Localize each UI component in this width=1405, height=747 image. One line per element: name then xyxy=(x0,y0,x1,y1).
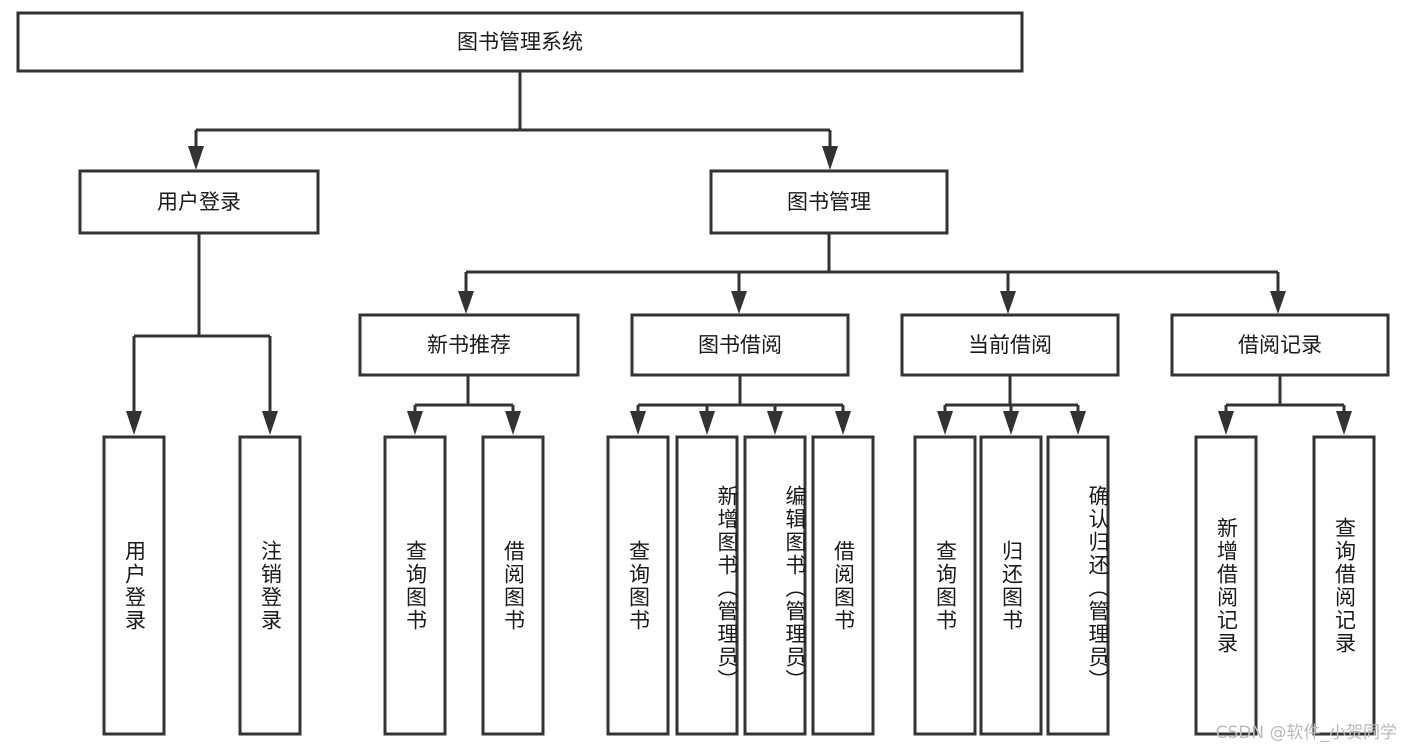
connector-group-book-borrow xyxy=(630,375,851,435)
leaf-boxes xyxy=(102,435,1376,736)
node-leaf-user-logout-box[interactable] xyxy=(238,435,302,736)
node-book-borrow[interactable]: 图书借阅 xyxy=(630,313,850,377)
arrow-head-leaf-user-logout xyxy=(262,411,278,435)
connector-group-borrow-record xyxy=(1218,375,1352,435)
node-book-management-box[interactable] xyxy=(709,169,949,235)
node-book-management-label: 图书管理 xyxy=(787,190,871,214)
arrow-head-leaf-cb-query-book xyxy=(937,411,953,435)
node-leaf-user-login-box[interactable] xyxy=(102,435,166,736)
node-borrow-record-box[interactable] xyxy=(1170,313,1390,377)
node-borrow-record[interactable]: 借阅记录 xyxy=(1170,313,1390,377)
node-leaf-bb-add-book-box[interactable] xyxy=(675,435,739,736)
arrow-head-leaf-bb-query-book xyxy=(630,411,646,435)
node-new-book-recommend-label: 新书推荐 xyxy=(427,333,511,357)
arrow-head-leaf-nb-query-book xyxy=(407,411,423,435)
arrow-head-book-management xyxy=(822,146,838,170)
node-new-book-recommend[interactable]: 新书推荐 xyxy=(358,313,580,377)
arrow-head-borrow-record xyxy=(1270,291,1286,314)
node-book-borrow-label: 图书借阅 xyxy=(698,333,782,357)
node-root[interactable]: 图书管理系统 xyxy=(16,11,1024,73)
node-root-label: 图书管理系统 xyxy=(457,30,583,54)
arrow-head-leaf-cb-confirm-return xyxy=(1070,411,1086,435)
node-user-login-label: 用户登录 xyxy=(157,190,241,214)
node-current-borrow-box[interactable] xyxy=(900,313,1120,377)
arrow-head-leaf-cb-return-book xyxy=(1003,411,1019,435)
node-leaf-cb-confirm-return-box[interactable] xyxy=(1046,435,1110,736)
node-new-book-recommend-box[interactable] xyxy=(358,313,580,377)
arrow-head-leaf-bb-edit-book xyxy=(767,411,783,435)
arrow-head-leaf-br-add-record xyxy=(1218,411,1234,435)
node-leaf-br-add-record-box[interactable] xyxy=(1194,435,1258,736)
node-current-borrow[interactable]: 当前借阅 xyxy=(900,313,1120,377)
node-leaf-cb-return-book-box[interactable] xyxy=(979,435,1043,736)
arrow-head-leaf-br-query-record xyxy=(1336,411,1352,435)
arrow-head-leaf-user-login xyxy=(126,411,142,435)
node-leaf-br-query-record-box[interactable] xyxy=(1312,435,1376,736)
csdn-watermark: CSDN @软件_小贺同学 xyxy=(1215,723,1397,743)
connector-group-current-borrow xyxy=(937,375,1086,435)
connector-group-new-book-recommend xyxy=(407,375,521,435)
node-leaf-bb-borrow-book-box[interactable] xyxy=(811,435,875,736)
node-leaf-nb-query-book-box[interactable] xyxy=(383,435,447,736)
node-book-management[interactable]: 图书管理 xyxy=(709,169,949,235)
arrow-head-new-book-recommend xyxy=(458,291,474,314)
connector-group-user-login xyxy=(126,233,278,435)
node-leaf-bb-edit-book-box[interactable] xyxy=(743,435,807,736)
connector-group-root xyxy=(188,71,838,170)
node-current-borrow-label: 当前借阅 xyxy=(968,333,1052,357)
node-user-login-box[interactable] xyxy=(78,169,320,235)
node-borrow-record-label: 借阅记录 xyxy=(1238,333,1322,357)
node-user-login[interactable]: 用户登录 xyxy=(78,169,320,235)
node-leaf-nb-borrow-book-box[interactable] xyxy=(481,435,545,736)
node-book-borrow-box[interactable] xyxy=(630,313,850,377)
arrow-head-current-borrow xyxy=(1000,291,1016,314)
arrow-head-leaf-nb-borrow-book xyxy=(505,411,521,435)
arrow-head-user-login xyxy=(188,146,204,170)
arrow-head-leaf-bb-add-book xyxy=(699,411,715,435)
node-root-box[interactable] xyxy=(16,11,1024,73)
node-leaf-bb-query-book-box[interactable] xyxy=(606,435,670,736)
node-leaf-cb-query-book-box[interactable] xyxy=(913,435,977,736)
connector-group-book-management xyxy=(458,233,1286,314)
arrow-head-book-borrow xyxy=(731,291,747,314)
arrow-head-leaf-bb-borrow-book xyxy=(835,411,851,435)
